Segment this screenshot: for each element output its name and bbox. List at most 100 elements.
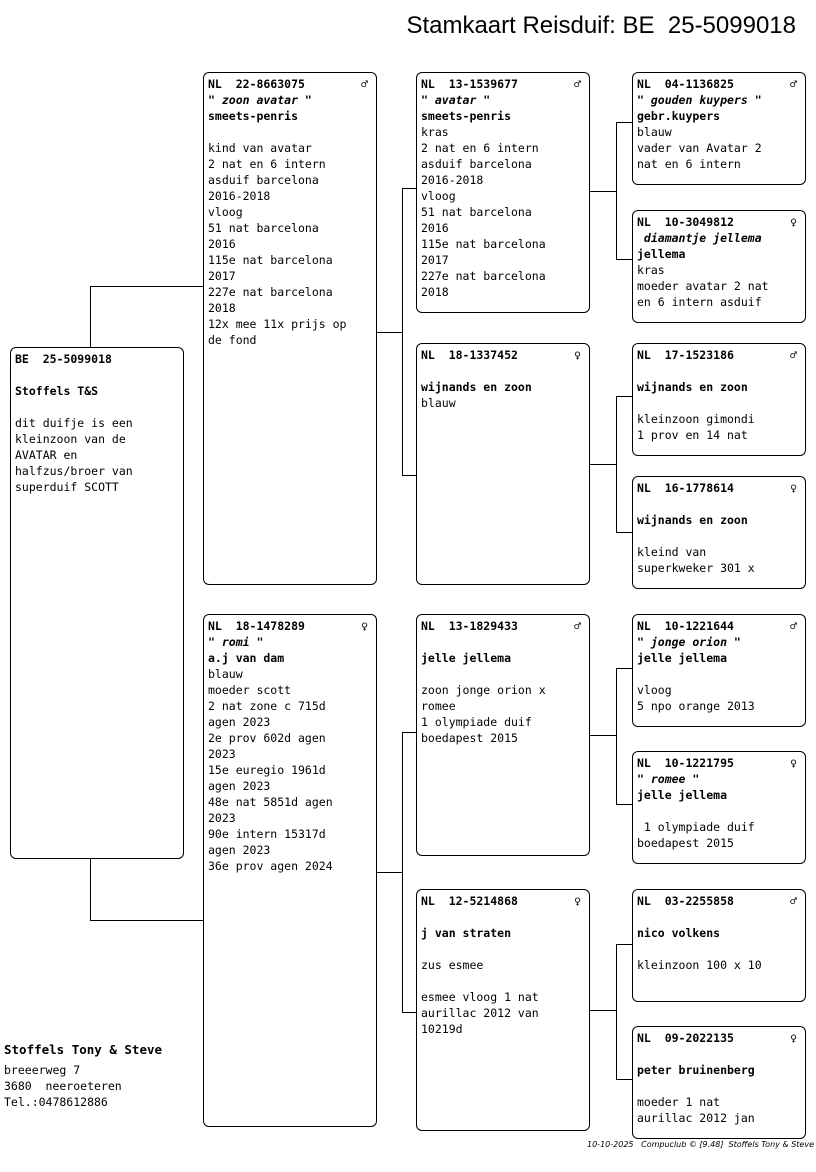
connector-line (589, 735, 616, 736)
info-line: aurillac 2012 jan (637, 1111, 755, 1125)
info-line: 2023 (208, 747, 236, 761)
info-line: kleind van (637, 545, 707, 559)
info-line: de fond (208, 333, 257, 347)
pigeon-name: " avatar " (421, 93, 491, 107)
connector-line (90, 859, 91, 920)
owner-name: wijnands en zoon (637, 380, 748, 394)
ring-number: NL 03-2255858 (637, 894, 734, 908)
pigeon-name (421, 363, 585, 379)
info-line: vloog (421, 189, 456, 203)
pigeon-name: diamantje jellema (637, 231, 762, 245)
connector-line (402, 732, 417, 733)
connector-line (616, 804, 633, 805)
print-footer: 10-10-2025 Compuclub © [9.48] Stoffels T… (587, 1140, 814, 1149)
pigeon-name (421, 634, 585, 650)
info-line: superkweker 301 x (637, 561, 755, 575)
info-line: aurillac 2012 van (421, 1006, 539, 1020)
female-symbol-icon: ♀ (574, 348, 581, 362)
info-line: kind van avatar (208, 141, 312, 155)
info-line: 115e nat barcelona (421, 237, 546, 251)
pigeon-name (637, 1046, 801, 1062)
sire-card: NL 22-8663075 ♂ " zoon avatar " smeets-pe… (203, 72, 377, 585)
owner-name: nico volkens (637, 926, 721, 940)
owner-name: a.j van dam (208, 651, 285, 665)
info-line (421, 973, 585, 989)
male-symbol-icon: ♂ (790, 619, 797, 633)
info-line (637, 666, 801, 682)
info-line: kras (421, 125, 449, 139)
female-symbol-icon: ♀ (361, 619, 368, 633)
pigeon-name: " romi " (208, 635, 264, 649)
grandparent-card: NL 18-1337452♀ wijnands en zoon blauw (416, 343, 590, 585)
info-line: 2023 (208, 811, 236, 825)
owner-name: jelle jellema (421, 651, 512, 665)
info-line: 115e nat barcelona (208, 253, 333, 267)
info-line: moeder avatar 2 nat (637, 279, 769, 293)
connector-line (616, 944, 633, 945)
female-symbol-icon: ♀ (574, 894, 581, 908)
connector-line (616, 1079, 633, 1080)
connector-line (616, 668, 617, 804)
info-line: zus esmee (421, 958, 484, 972)
grandparent-card: NL 13-1829433♂ jelle jellema zoon jonge … (416, 614, 590, 856)
info-line (208, 124, 372, 140)
info-line: esmee vloog 1 nat (421, 990, 539, 1004)
breeder-name: Stoffels Tony & Steve (4, 1042, 163, 1057)
ring-number: NL 13-1539677 (421, 77, 518, 91)
owner-name: wijnands en zoon (421, 380, 532, 394)
great-grandparent-card: NL 10-3049812♀ diamantje jellema jellema… (632, 210, 806, 323)
info-line: 36e prov agen 2024 (208, 859, 333, 873)
ring-number: NL 22-8663075 (208, 77, 305, 91)
owner-name: wijnands en zoon (637, 513, 748, 527)
info-line: vloog (208, 205, 243, 219)
female-symbol-icon: ♀ (790, 481, 797, 495)
info-line: kleinzoon gimondi (637, 412, 755, 426)
info-line: 2016 (421, 221, 449, 235)
connector-line (376, 332, 402, 333)
connector-line (376, 872, 402, 873)
pigeon-name (421, 909, 585, 925)
info-line: asduif barcelona (421, 157, 532, 171)
ring-number: NL 18-1478289 (208, 619, 305, 633)
pigeon-name (637, 496, 801, 512)
ring-number: NL 10-3049812 (637, 215, 734, 229)
pigeon-name: " jonge orion " (637, 635, 741, 649)
info-line: 2016-2018 (208, 189, 271, 203)
male-symbol-icon: ♂ (361, 77, 368, 91)
connector-line (589, 464, 616, 465)
info-line: 15e euregio 1961d (208, 763, 326, 777)
info-line: vader van Avatar 2 (637, 141, 762, 155)
info-line: AVATAR en (15, 448, 78, 462)
male-symbol-icon: ♂ (790, 348, 797, 362)
pigeon-name: " zoon avatar " (208, 93, 312, 107)
connector-line (616, 259, 633, 260)
owner-name: smeets-penris (208, 109, 299, 123)
info-line (637, 395, 801, 411)
male-symbol-icon: ♂ (790, 77, 797, 91)
info-line: blauw (637, 125, 672, 139)
info-line: 1 olympiade duif (637, 820, 755, 834)
info-line: moeder scott (208, 683, 292, 697)
info-line: 90e intern 15317d (208, 827, 326, 841)
info-line: halfzus/broer van (15, 464, 133, 478)
owner-name: Stoffels T&S (15, 384, 99, 398)
female-symbol-icon: ♀ (790, 756, 797, 770)
root-pigeon-card: BE 25-5099018 Stoffels T&S dit duifje is… (10, 347, 184, 859)
connector-line (402, 732, 403, 1012)
connector-line (589, 1010, 616, 1011)
info-line: 51 nat barcelona (208, 221, 319, 235)
pigeon-name (637, 363, 801, 379)
info-line: 2e prov 602d agen (208, 731, 326, 745)
info-line: blauw (208, 667, 243, 681)
info-line: agen 2023 (208, 843, 271, 857)
great-grandparent-card: NL 09-2022135♀ peter bruinenberg moeder … (632, 1026, 806, 1139)
info-line: en 6 intern asduif (637, 295, 762, 309)
info-line (637, 941, 801, 957)
info-line: blauw (421, 396, 456, 410)
connector-line (616, 668, 633, 669)
ring-number: NL 16-1778614 (637, 481, 734, 495)
info-line: moeder 1 nat (637, 1095, 721, 1109)
pigeon-name: " gouden kuypers " (637, 93, 762, 107)
info-line: nat en 6 intern (637, 157, 741, 171)
info-line (637, 528, 801, 544)
